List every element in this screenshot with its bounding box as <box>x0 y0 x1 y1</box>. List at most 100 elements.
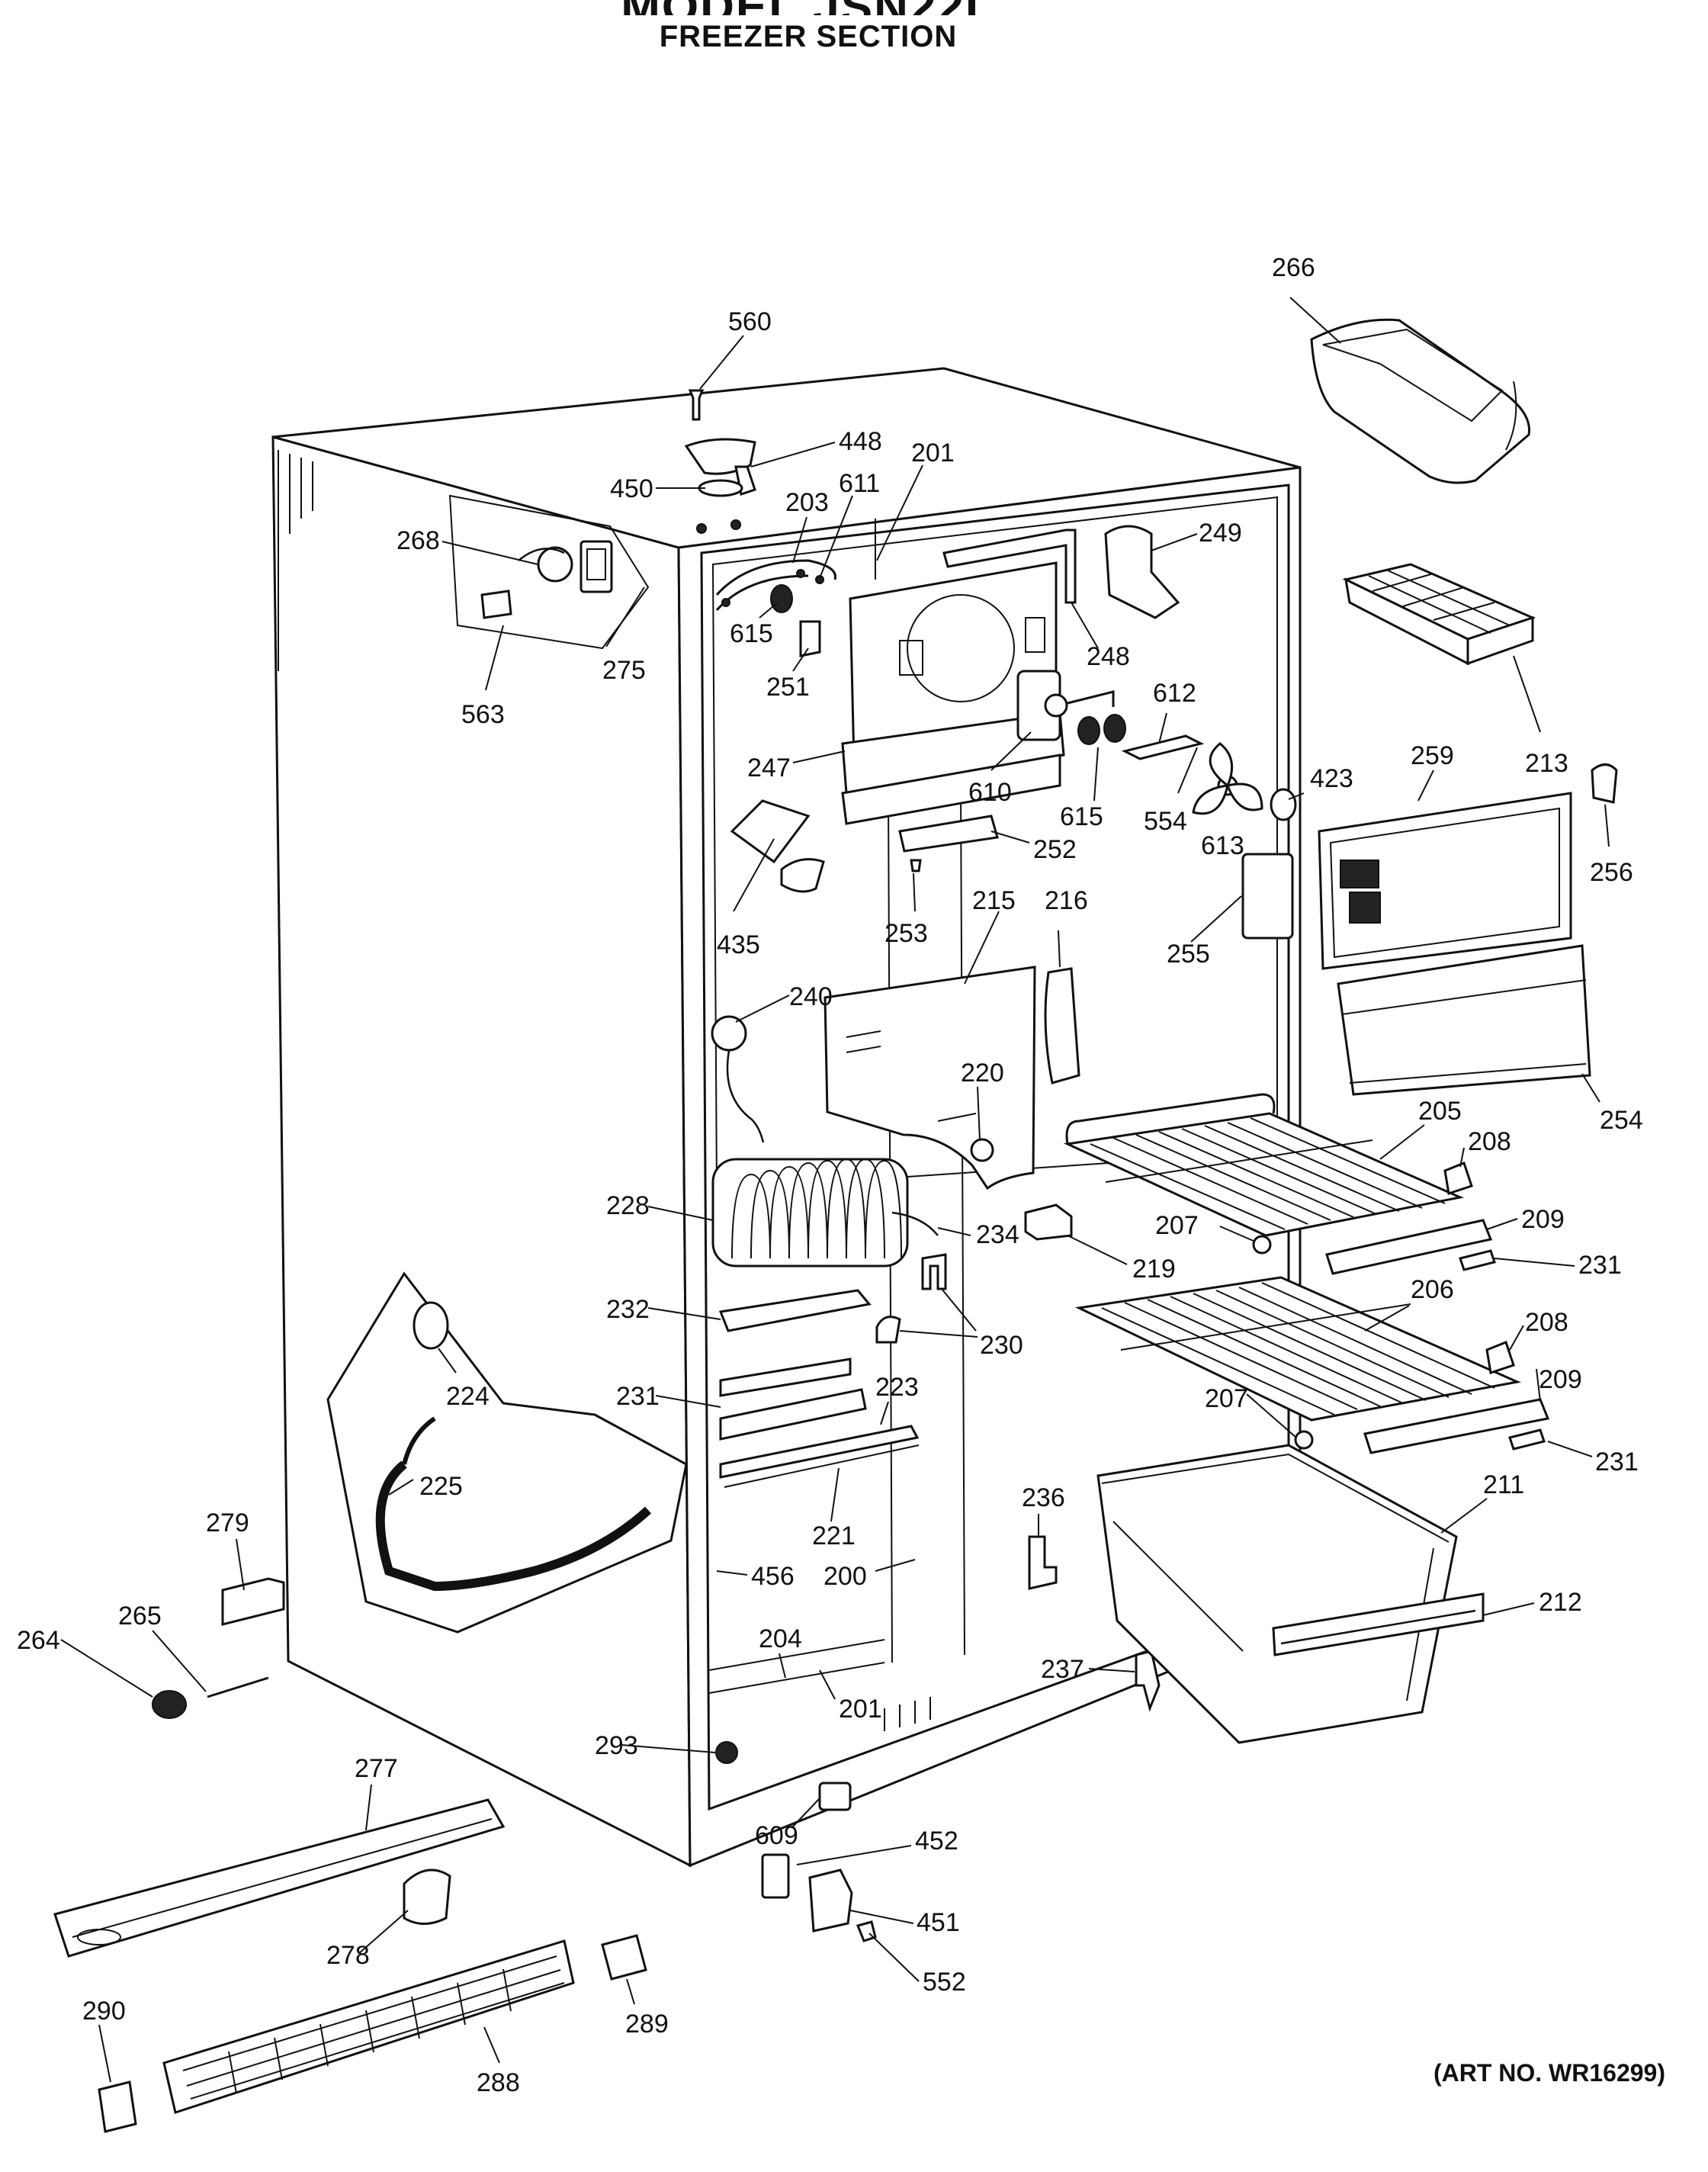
callout-293: 293 <box>595 1731 638 1760</box>
callout-268: 268 <box>396 526 440 555</box>
callout-612: 612 <box>1153 679 1196 708</box>
clip-230b <box>875 1316 901 1344</box>
callout-234: 234 <box>976 1220 1019 1249</box>
panel-255 <box>1241 853 1294 940</box>
callout-240: 240 <box>789 982 833 1011</box>
clip-207a <box>1252 1235 1272 1255</box>
callout-209-b: 209 <box>1539 1365 1582 1394</box>
ice-compartment-door <box>1318 792 1591 1096</box>
callout-265: 265 <box>118 1602 162 1631</box>
callout-251: 251 <box>766 673 810 702</box>
callout-231-a: 231 <box>1578 1251 1622 1280</box>
callout-552: 552 <box>923 1968 966 1997</box>
callout-264: 264 <box>17 1626 60 1655</box>
spring-264 <box>152 1690 187 1719</box>
callout-289: 289 <box>625 2010 669 2039</box>
screw-552 <box>856 1920 877 1942</box>
callout-249: 249 <box>1199 519 1242 548</box>
rail-277 <box>53 1798 506 1958</box>
callout-259: 259 <box>1411 741 1454 770</box>
callout-204: 204 <box>759 1624 802 1653</box>
pin-265 <box>207 1676 269 1698</box>
callout-201-bottom: 201 <box>839 1695 882 1724</box>
callout-208-b: 208 <box>1525 1308 1568 1337</box>
callout-237: 237 <box>1041 1655 1084 1684</box>
callout-213: 213 <box>1525 749 1568 778</box>
callout-211: 211 <box>1483 1470 1524 1499</box>
basket-211 <box>1096 1444 1485 1744</box>
clip-231b <box>1508 1428 1546 1451</box>
callout-279: 279 <box>206 1509 249 1537</box>
part-609 <box>818 1782 852 1811</box>
callout-230: 230 <box>980 1331 1023 1360</box>
clip-219 <box>1024 1203 1073 1241</box>
callout-236: 236 <box>1022 1483 1065 1512</box>
callout-207-a: 207 <box>1155 1211 1199 1240</box>
shim-452 <box>761 1853 790 1899</box>
diagram-header: MODEL JSN22L FREEZER SECTION <box>534 0 1083 54</box>
callout-611: 611 <box>839 469 880 498</box>
roller-278 <box>403 1868 451 1925</box>
tray-232 <box>718 1289 872 1332</box>
callout-205: 205 <box>1418 1097 1462 1126</box>
callout-232: 232 <box>606 1295 650 1324</box>
heater-bracket-203 <box>715 559 837 613</box>
shelf-rail-209a <box>1325 1219 1493 1275</box>
clip-208b <box>1485 1341 1515 1374</box>
fan-motor-610 <box>1016 670 1115 741</box>
callout-254: 254 <box>1600 1106 1643 1135</box>
model-line: MODEL JSN22L <box>534 0 1083 15</box>
callout-223: 223 <box>875 1373 919 1402</box>
screw-253 <box>910 859 922 872</box>
callout-277: 277 <box>355 1754 398 1783</box>
fan-housing <box>841 525 1180 825</box>
callout-219: 219 <box>1132 1255 1176 1284</box>
callout-216: 216 <box>1045 886 1088 915</box>
ice-bucket-266 <box>1310 318 1530 484</box>
clip-231a <box>1459 1249 1496 1271</box>
callout-255: 255 <box>1167 940 1210 969</box>
handle-212 <box>1272 1592 1485 1656</box>
callout-203: 203 <box>785 488 829 517</box>
callout-278: 278 <box>326 1941 370 1970</box>
callout-248: 248 <box>1087 642 1130 671</box>
grommet-615b <box>1103 714 1126 743</box>
part-435 <box>730 799 825 893</box>
evaporator-cover-215 <box>824 966 1036 1190</box>
bracket-612 <box>1121 734 1205 760</box>
callout-201-top: 201 <box>911 439 955 467</box>
callout-450: 450 <box>610 474 653 503</box>
callout-209-a: 209 <box>1521 1205 1565 1234</box>
part-251 <box>799 620 821 657</box>
callout-247: 247 <box>747 753 791 782</box>
callout-615-b: 615 <box>1060 802 1103 831</box>
hinge-236 <box>1028 1535 1058 1590</box>
callout-200: 200 <box>824 1562 867 1591</box>
callout-266: 266 <box>1272 253 1315 282</box>
callout-560: 560 <box>728 307 772 336</box>
callout-554: 554 <box>1144 807 1187 836</box>
callout-220: 220 <box>961 1059 1004 1088</box>
evaporator-coil-228 <box>711 1158 939 1268</box>
gasket-inset <box>326 1271 688 1634</box>
grille-288 <box>162 1939 575 2114</box>
callout-451: 451 <box>917 1908 960 1937</box>
bulb-423 <box>1270 788 1297 821</box>
callout-275: 275 <box>602 656 646 685</box>
callout-228: 228 <box>606 1191 650 1220</box>
part-293 <box>715 1741 738 1764</box>
callout-212: 212 <box>1539 1588 1582 1617</box>
callout-208-a: 208 <box>1468 1127 1511 1156</box>
callout-423: 423 <box>1310 764 1353 793</box>
part-252 <box>898 814 999 853</box>
callout-448: 448 <box>839 427 882 456</box>
grommet-615 <box>1077 716 1100 745</box>
leader-lines <box>60 297 1610 2083</box>
callout-435: 435 <box>717 930 760 959</box>
callout-252: 252 <box>1033 835 1077 864</box>
callout-256: 256 <box>1590 858 1633 887</box>
fan-blade-613 <box>1192 742 1263 815</box>
bracket-230 <box>921 1253 947 1290</box>
left-side-parts <box>480 540 613 619</box>
clip-256 <box>1591 763 1618 804</box>
